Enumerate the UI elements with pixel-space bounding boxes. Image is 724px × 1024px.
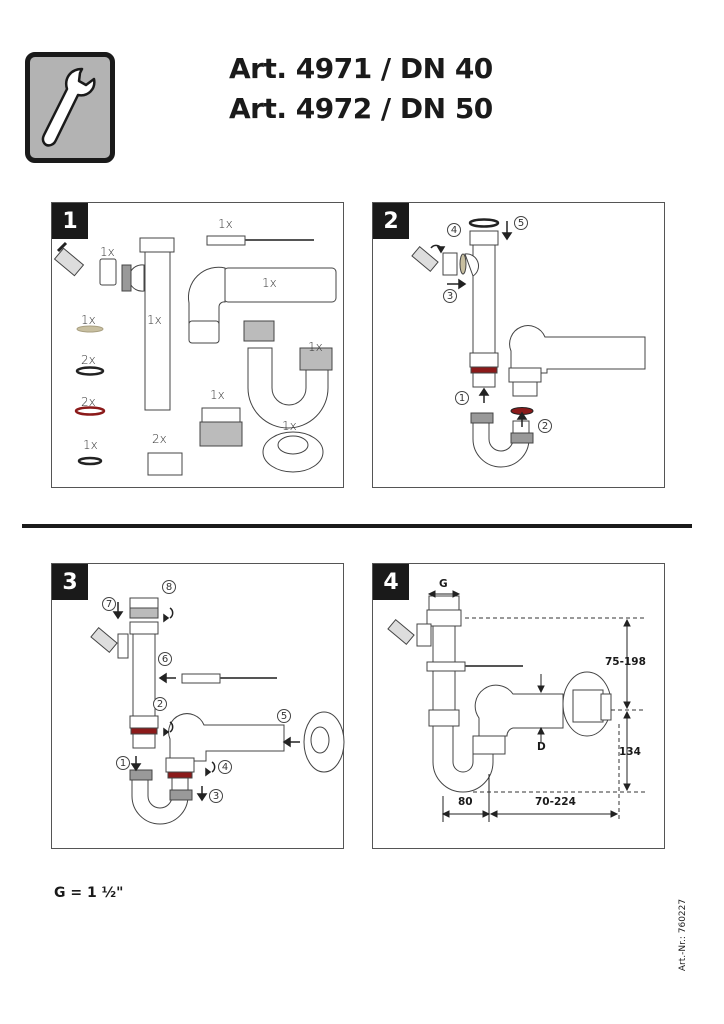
panel-number: 2: [373, 203, 409, 239]
qty-u-bend-trap: 1x: [308, 340, 323, 354]
beige-washer-drawing: [76, 325, 104, 333]
panel-number: 4: [373, 564, 409, 600]
qty-threaded-adapter: 1x: [210, 388, 225, 402]
qty-standpipe: 1x: [147, 313, 162, 327]
tool-icon-box: [25, 52, 115, 163]
union-nut-drawing: [147, 452, 183, 476]
qty-black-seal-ring: 2x: [81, 353, 96, 367]
thread-size-note: G = 1 ½": [54, 885, 124, 901]
standpipe-drawing: [121, 237, 175, 411]
dimension-height-lower: 134: [619, 746, 641, 758]
wrench-icon: [41, 67, 96, 147]
panel-number: 3: [52, 564, 88, 600]
assembly-illustration: [90, 597, 345, 825]
dimension-drawing: [387, 590, 645, 822]
section-divider: [22, 524, 692, 528]
panel-assembly-step-2: 2 1 2 3 4: [372, 202, 665, 488]
elbow-wall-pipe-drawing: [187, 266, 337, 344]
panel-number: 1: [52, 203, 88, 239]
qty-wall-rosette: 1x: [282, 419, 297, 433]
article-title-line-1: Art. 4971 / DN 40: [229, 52, 493, 85]
assembly-illustration: [411, 218, 646, 468]
step-marker-4: 4: [218, 760, 232, 774]
small-black-o-ring-drawing: [77, 456, 103, 466]
step-marker-2: 2: [153, 697, 167, 711]
parts-illustration: [53, 235, 337, 476]
u-bend-trap-drawing: [243, 320, 333, 429]
step-marker-5: 5: [514, 216, 528, 230]
step-marker-8: 8: [162, 580, 176, 594]
qty-union-nut: 2x: [152, 432, 167, 446]
black-seal-ring-drawing: [75, 366, 105, 376]
wall-rosette-drawing: [262, 431, 324, 473]
step-marker-1: 1: [455, 391, 469, 405]
dimension-label-d: D: [537, 741, 546, 753]
step-marker-4: 4: [447, 223, 461, 237]
dimension-width-trap: 80: [458, 796, 473, 808]
dimension-width-wall: 70-224: [535, 796, 576, 808]
qty-wall-anchor-screw: 1x: [218, 217, 233, 231]
dimension-label-g: G: [439, 578, 448, 590]
qty-elbow-wall-pipe: 1x: [262, 276, 277, 290]
panel-dimensions: 4: [372, 563, 665, 849]
qty-angled-hose-connector: 1x: [100, 245, 115, 259]
step-marker-1: 1: [116, 756, 130, 770]
step-marker-7: 7: [102, 597, 116, 611]
wall-anchor-screw-drawing: [206, 235, 314, 246]
dimension-height-upper: 75-198: [605, 656, 646, 668]
article-title-line-2: Art. 4972 / DN 50: [229, 92, 493, 125]
step-marker-3: 3: [209, 789, 223, 803]
step-marker-6: 6: [158, 652, 172, 666]
step-marker-5: 5: [277, 709, 291, 723]
qty-beige-washer: 1x: [81, 313, 96, 327]
step-marker-2: 2: [538, 419, 552, 433]
qty-red-seal-ring: 2x: [81, 395, 96, 409]
panel-parts-list: 1: [51, 202, 344, 488]
angled-hose-connector-drawing: [53, 241, 117, 286]
qty-small-black-o-ring: 1x: [83, 438, 98, 452]
step-marker-3: 3: [443, 289, 457, 303]
red-seal-ring-drawing: [74, 406, 106, 416]
threaded-adapter-drawing: [199, 407, 243, 447]
article-number: Art.-Nr.: 760227: [678, 898, 688, 972]
panel-assembly-step-3: 3: [51, 563, 345, 849]
